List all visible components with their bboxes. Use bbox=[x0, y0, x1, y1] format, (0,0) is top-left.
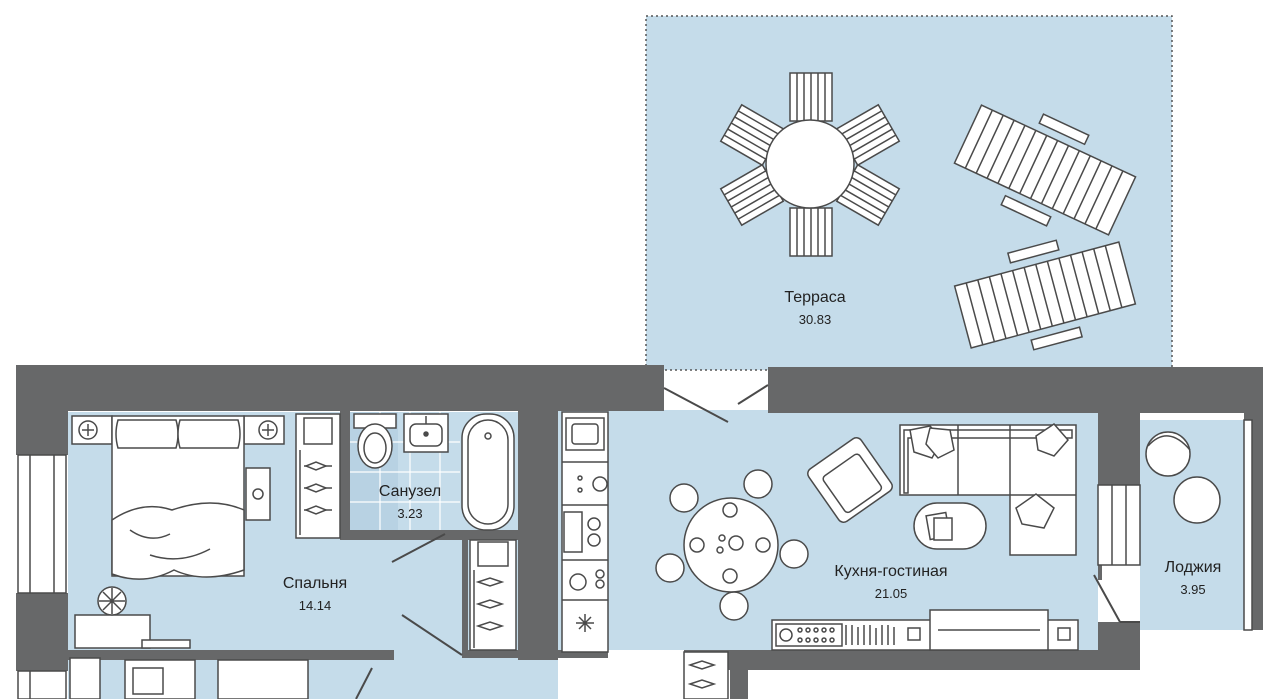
kitchen-living-name: Кухня-гостиная bbox=[834, 563, 948, 580]
wall-bedroom-bottom bbox=[68, 650, 394, 660]
doors bbox=[355, 384, 1140, 699]
kitchen-living-label: Кухня-гостиная 21.05 bbox=[834, 562, 947, 603]
wall-loggia-left2 bbox=[1098, 565, 1102, 580]
loggia-label: Лоджия 3.95 bbox=[1165, 558, 1222, 599]
bathroom-fixtures bbox=[353, 413, 515, 531]
sun-loungers bbox=[953, 104, 1137, 351]
loggia-door bbox=[1093, 574, 1121, 623]
sofa bbox=[899, 423, 1077, 556]
dining-set bbox=[655, 469, 809, 621]
wall-left-upper bbox=[16, 365, 68, 455]
terrace-table-set bbox=[719, 72, 901, 257]
window-left-lower bbox=[17, 670, 67, 699]
wall-bath-bottom bbox=[340, 530, 450, 540]
kitchen-counter bbox=[561, 411, 609, 653]
floors bbox=[68, 15, 1250, 699]
pillow-left bbox=[115, 419, 179, 449]
bottom-door bbox=[355, 667, 373, 699]
lounger-top bbox=[953, 104, 1137, 236]
loggia-area: 3.95 bbox=[1180, 582, 1206, 597]
bedroom-name: Спальня bbox=[282, 575, 348, 592]
round-table bbox=[765, 119, 855, 209]
window-left-upper bbox=[17, 454, 67, 594]
bedroom-furniture bbox=[69, 413, 341, 699]
tv-unit bbox=[771, 609, 1079, 651]
oven bbox=[563, 511, 583, 553]
loggia-chair bbox=[1145, 431, 1191, 477]
corridor-wardrobe bbox=[469, 539, 729, 699]
window-loggia-right bbox=[1243, 419, 1253, 631]
terrace-name: Терраса bbox=[784, 289, 846, 306]
chair-top bbox=[789, 72, 833, 122]
wall-bath-bottom2 bbox=[445, 530, 520, 540]
desk bbox=[74, 614, 151, 649]
wall-top-right bbox=[768, 367, 1263, 413]
chair-bottom-left bbox=[719, 163, 785, 227]
wall-corridor-left bbox=[462, 540, 468, 655]
bathroom-name: Санузел bbox=[378, 483, 442, 500]
wall-left-mid bbox=[16, 593, 68, 671]
bedroom-door bbox=[401, 614, 463, 656]
wall-corridor-bottom bbox=[462, 650, 608, 658]
loggia-furniture bbox=[1145, 431, 1221, 524]
loggia-table bbox=[1173, 476, 1221, 524]
wall-bath-left bbox=[340, 410, 350, 540]
windows bbox=[17, 419, 1253, 699]
chair-bottom bbox=[789, 207, 833, 257]
walls bbox=[16, 365, 1263, 699]
kitchen-living-area: 21.05 bbox=[874, 586, 908, 601]
bathroom-area: 3.23 bbox=[397, 506, 423, 521]
wall-bottom-vert bbox=[730, 660, 748, 699]
bathroom-label: Санузел 3.23 bbox=[379, 482, 441, 523]
loggia-name: Лоджия bbox=[1164, 559, 1222, 576]
living-furniture bbox=[771, 423, 1079, 651]
terrace-area: 30.83 bbox=[798, 312, 832, 327]
terrace-door-left bbox=[663, 387, 729, 423]
wall-top-left bbox=[16, 365, 664, 411]
wall-loggia-bottom bbox=[1098, 622, 1140, 670]
terrace-label: Терраса 30.83 bbox=[784, 288, 845, 329]
pillow-right bbox=[177, 419, 241, 449]
wall-loggia-left bbox=[1098, 410, 1140, 485]
bedroom-area: 14.14 bbox=[298, 598, 332, 613]
blanket bbox=[111, 502, 245, 580]
wall-bottom-right bbox=[684, 650, 1140, 670]
window-loggia-left bbox=[1097, 484, 1141, 566]
chair-bottom-right bbox=[835, 163, 901, 227]
wardrobe-bedroom bbox=[295, 413, 341, 539]
terrace-door-right bbox=[737, 384, 769, 405]
lounger-bottom bbox=[953, 239, 1137, 351]
bedroom-label: Спальня 14.14 bbox=[283, 574, 347, 615]
armchair bbox=[807, 437, 893, 523]
bath-door bbox=[391, 533, 446, 563]
wall-kitchen-left bbox=[518, 410, 558, 660]
